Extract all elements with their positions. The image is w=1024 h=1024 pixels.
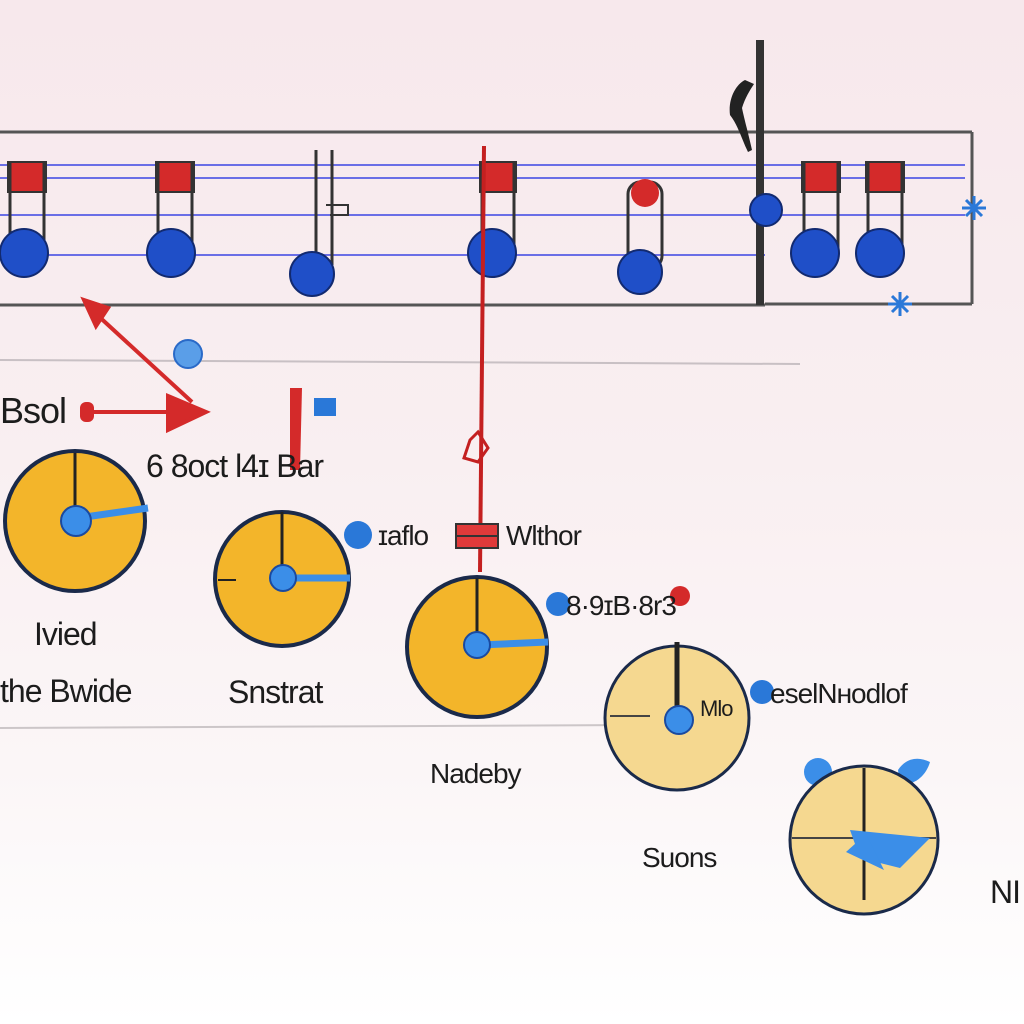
staff-frame [0,130,974,307]
note [790,161,841,278]
wheel [3,449,149,593]
note [855,161,905,278]
divider [0,724,641,729]
pointer-label-right: Wlthor [506,520,582,551]
note [0,161,49,278]
flag-icon [290,388,336,470]
note [467,161,517,278]
note [289,150,349,297]
wheel-label: Snstrat [228,674,323,710]
pointer-label-left: ɪaflo [378,520,429,551]
wheel-label: Nadeby [430,758,522,789]
note-head [749,193,783,227]
note [617,179,664,295]
wheel-label: Suons [642,842,717,873]
pendulum [455,145,499,573]
arrow-base [80,402,94,422]
marker-dot [173,339,203,369]
title-bsol: Bsol [0,390,67,431]
wheel-label: the Bwide [0,673,133,709]
gear-tag: 8·9ɪB·8r3 [566,590,677,621]
wheel [405,575,549,719]
legend-tag: eselNʜodlof [770,678,908,709]
marker-dot [750,680,774,704]
corner-label: NI [990,874,1021,910]
wheel-label: Ivied [34,616,98,652]
wheel [213,510,351,648]
beat-bar-label: 6 8oct l4ɪ Bar [146,448,324,484]
snowflake-icon [888,292,912,316]
marker-dot [546,592,570,616]
snowflake-icon [962,196,986,220]
wheel-inner-label: Mlo [700,696,733,721]
divider [0,359,801,365]
note [146,161,196,278]
wheel [788,764,940,916]
arrow-icon [80,296,211,434]
wheel [603,642,751,792]
bird-icon [729,80,754,152]
marker-dot [670,586,690,606]
marker-dot [344,521,372,549]
